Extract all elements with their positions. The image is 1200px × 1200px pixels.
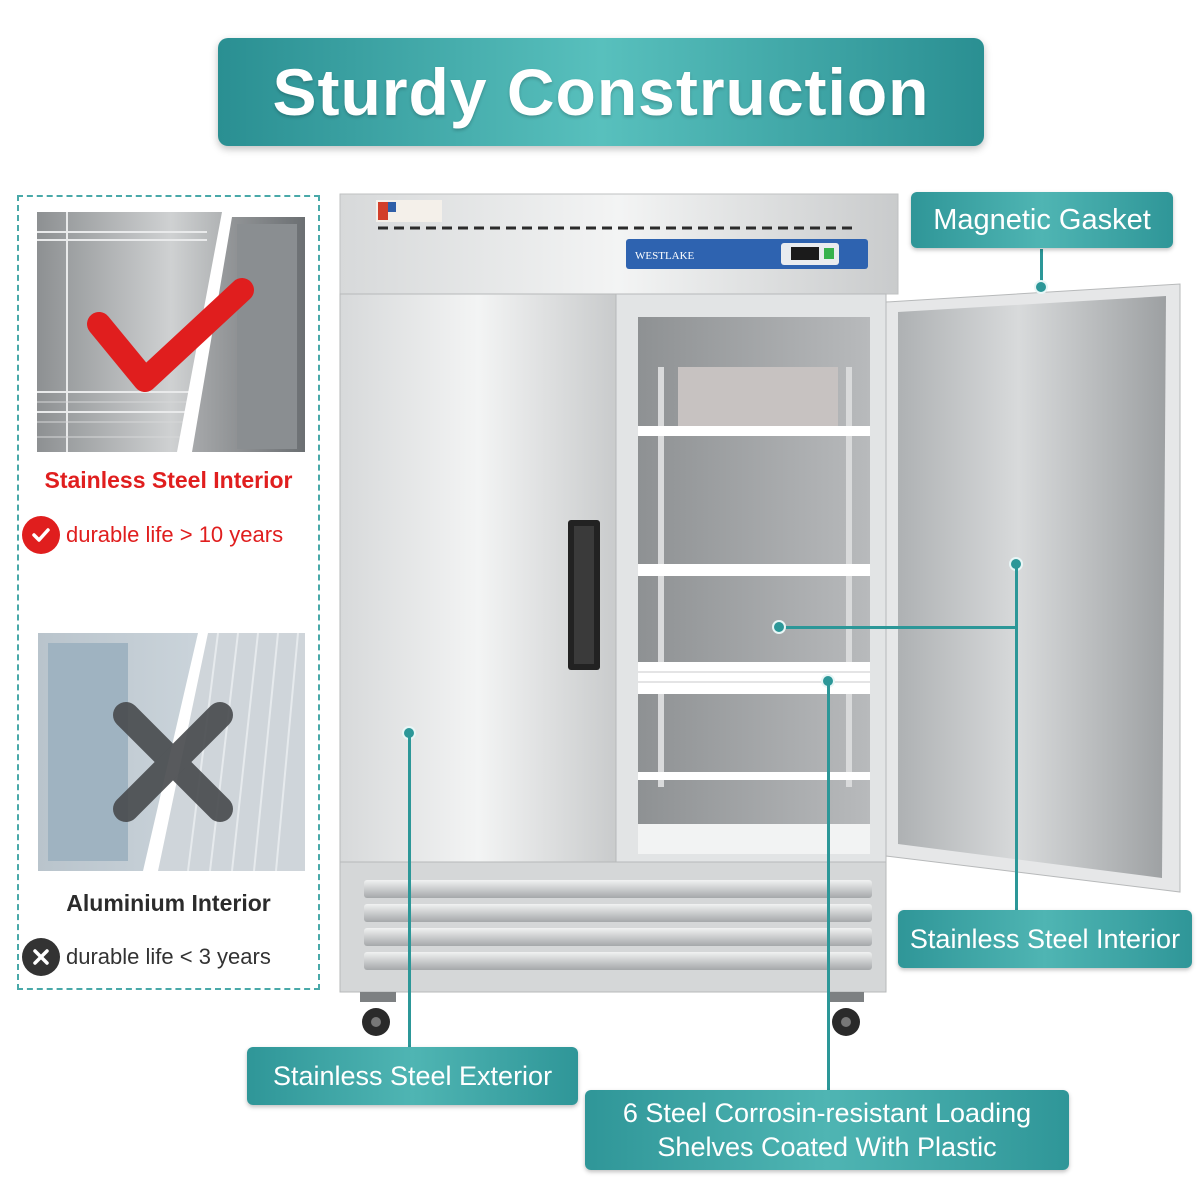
check-icon <box>22 516 60 554</box>
exterior-label-text: Stainless Steel Exterior <box>272 1060 553 1091</box>
page-title: Sturdy Construction <box>272 55 930 129</box>
stainless-detail-text: durable life > 10 years <box>66 522 284 547</box>
interior-leader-vertical <box>1015 567 1018 911</box>
gasket-dot <box>1034 280 1048 294</box>
shelves-label-line2: Shelves Coated With Plastic <box>657 1132 997 1162</box>
stainless-interior-photo <box>37 212 305 452</box>
interior-dot-cabinet <box>772 620 786 634</box>
aluminium-heading: Aluminium Interior <box>66 890 271 916</box>
comparison-panel <box>17 195 320 990</box>
interior-leader-horizontal <box>780 626 1016 629</box>
brand-label: WESTLAKE <box>635 250 695 262</box>
cross-icon <box>22 938 60 976</box>
exterior-leader-line <box>408 736 411 1048</box>
stainless-detail-row: durable life > 10 years <box>22 516 283 554</box>
stainless-heading: Stainless Steel Interior <box>44 467 293 493</box>
gasket-leader-line <box>1040 249 1043 287</box>
shelves-label-line1: 6 Steel Corrosin-resistant Loading <box>622 1098 1032 1128</box>
shelves-leader-line <box>827 684 830 1090</box>
refrigerator-image: WESTLAKE <box>338 192 1200 1052</box>
aluminium-detail-row: durable life < 3 years <box>22 938 271 976</box>
aluminium-detail-text: durable life < 3 years <box>66 944 271 969</box>
exterior-label: Stainless Steel Exterior <box>247 1047 578 1105</box>
magnetic-gasket-text: Magnetic Gasket <box>933 203 1151 236</box>
interior-label-text: Stainless Steel Interior <box>909 923 1181 954</box>
interior-label: Stainless Steel Interior <box>898 910 1192 968</box>
aluminium-interior-photo <box>38 633 305 871</box>
shelves-label: 6 Steel Corrosin-resistant Loading Shelv… <box>585 1090 1069 1170</box>
magnetic-gasket-label: Magnetic Gasket <box>911 192 1173 248</box>
title-banner: Sturdy Construction <box>218 38 984 146</box>
